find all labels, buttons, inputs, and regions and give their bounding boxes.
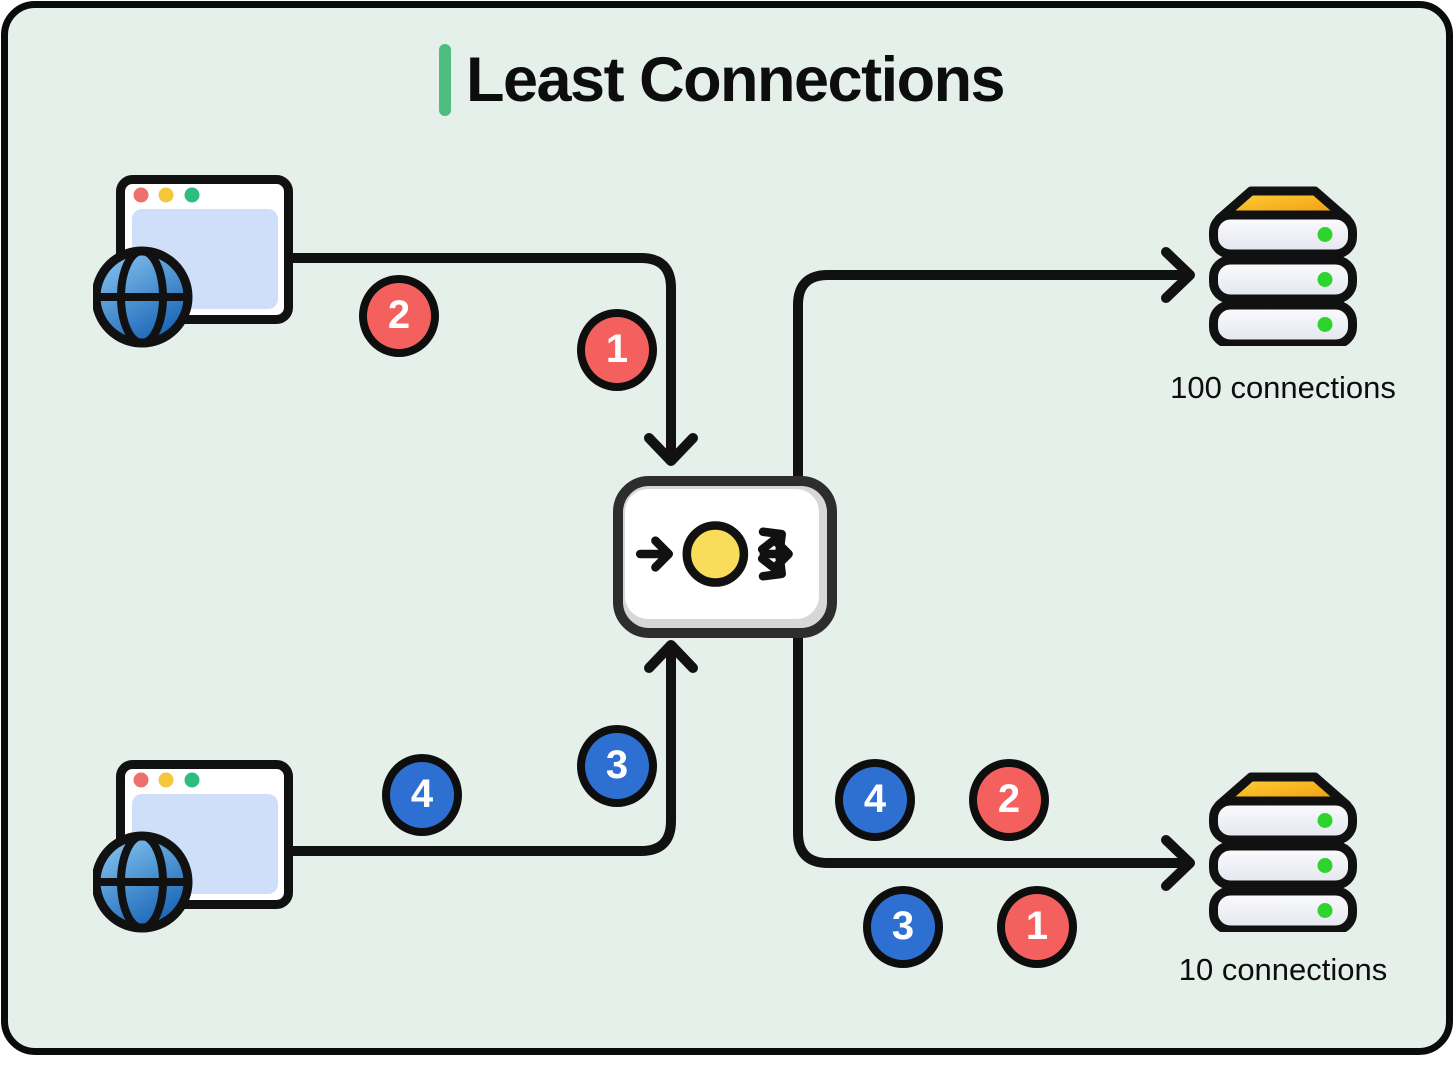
request-badge-4: 4 (382, 754, 462, 836)
request-badge-2: 2 (359, 275, 439, 357)
web-client-bottom (91, 760, 293, 935)
arrow-client-bottom-to-lb (287, 651, 676, 856)
page-title: Least Connections (466, 45, 1006, 115)
led-icon (1317, 272, 1333, 287)
window-dot-red (133, 772, 149, 788)
server-bottom-label: 10 connections (1178, 952, 1388, 987)
load-balancer (613, 476, 837, 638)
window-dot-green (184, 772, 200, 788)
request-badge-2b: 2 (969, 759, 1049, 841)
arrow-client-top-to-lb (287, 253, 676, 457)
request-badge-1: 1 (577, 309, 657, 391)
led-icon (1317, 227, 1333, 242)
led-icon (1317, 858, 1333, 873)
server-bottom (1208, 770, 1358, 935)
browser-window-icon (91, 760, 293, 933)
server-stack-icon (1209, 772, 1357, 935)
window-dot-yellow (158, 772, 174, 788)
load-balancer-icon (635, 521, 793, 587)
arrow-out-down-icon (757, 550, 786, 581)
led-icon (1317, 903, 1333, 918)
window-dot-red (133, 187, 149, 203)
arrowhead-up-icon (644, 640, 698, 673)
request-badge-1b: 1 (997, 886, 1077, 968)
server-top (1208, 184, 1358, 349)
arrow-lb-to-server-bottom (793, 633, 1193, 868)
led-icon (1317, 813, 1333, 828)
window-dot-green (184, 187, 200, 203)
connector-lines (287, 247, 1195, 891)
load-balancer-body (625, 489, 819, 619)
web-client-top (91, 175, 293, 350)
globe-icon (91, 246, 193, 348)
request-badge-4b: 4 (835, 759, 915, 841)
balancer-node-icon (682, 521, 749, 587)
window-dot-yellow (158, 187, 174, 203)
globe-icon (91, 831, 193, 933)
arrow-in-icon (635, 536, 674, 572)
arrow-lb-to-server-top (793, 270, 1193, 481)
server-top-label: 100 connections (1170, 370, 1396, 405)
arrowhead-right-bottom-icon (1161, 835, 1195, 891)
server-stack-icon (1209, 186, 1357, 349)
title-block: Least Connections (439, 44, 1006, 116)
request-badge-3b: 3 (863, 886, 943, 968)
request-badge-3: 3 (577, 725, 657, 807)
led-icon (1317, 317, 1333, 332)
arrowhead-right-top-icon (1161, 247, 1195, 303)
browser-window-icon (91, 175, 293, 348)
arrowhead-down-icon (644, 433, 698, 466)
title-accent-bar (439, 44, 451, 116)
